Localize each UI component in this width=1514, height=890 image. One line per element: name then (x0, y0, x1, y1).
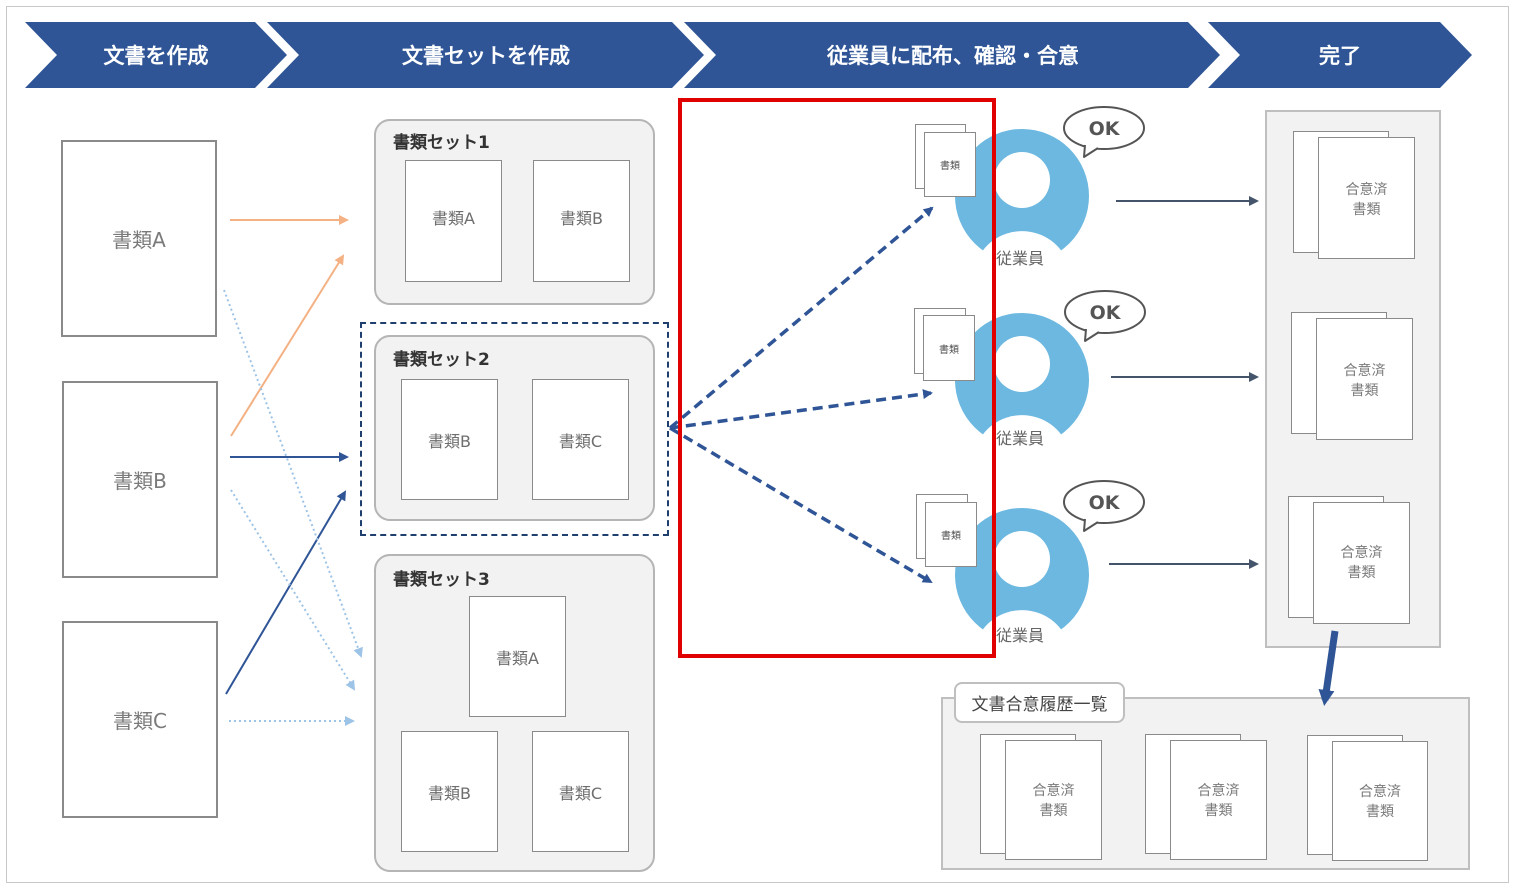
source-doc-c-label: 書類C (113, 709, 167, 733)
arrow-distribute-employee-2 (669, 389, 933, 430)
history-stack-2-front: 合意済書類 (1170, 740, 1267, 860)
employee-1-bubble-text: OK (1089, 118, 1121, 140)
history-stack-3-front: 合意済書類 (1332, 741, 1428, 861)
employee-3-person-icon (955, 508, 1089, 643)
source-doc-b: 書類B (62, 381, 218, 578)
arrow-doc-b-to-set-1 (230, 254, 345, 437)
history-3-line1: 合意済 (1359, 784, 1401, 800)
employee-1-person-icon (955, 129, 1089, 264)
completed-1-line2: 書類 (1352, 202, 1381, 218)
set-1-doc-a: 書類A (405, 160, 502, 282)
arrow-doc-b-to-set-3 (230, 489, 356, 691)
completed-3-line1: 合意済 (1340, 545, 1383, 561)
employee-2-doc-icon-label: 書類 (939, 344, 959, 356)
employee-3-doc-icon: 書類 (925, 502, 977, 567)
document-set-2-title: 書類セット2 (393, 350, 490, 370)
document-set-3-title: 書類セット3 (393, 570, 490, 590)
completed-stack-2-front: 合意済書類 (1316, 318, 1413, 440)
employee-2-speech-bubble (1064, 290, 1146, 342)
set-2-doc-c: 書類C (532, 379, 629, 500)
step-label-2: 文書セットを作成 (402, 44, 570, 68)
set-1-doc-a-label: 書類A (432, 209, 475, 228)
source-doc-b-label: 書類B (113, 469, 167, 493)
history-2-line1: 合意済 (1197, 783, 1240, 799)
employee-2-label: 従業員 (996, 429, 1045, 448)
employee-2-bubble-text: OK (1090, 302, 1122, 324)
source-doc-a-label: 書類A (112, 228, 166, 252)
employee-2-person-icon (955, 313, 1089, 448)
completed-stack-3-front: 合意済書類 (1313, 502, 1410, 624)
header-steps: 文書を作成 文書セットを作成 従業員に配布、確認・合意 完了 (25, 22, 1472, 88)
history-title-tab: 文書合意履歴一覧 (954, 682, 1125, 723)
outer-frame (6, 6, 1509, 883)
history-1-line1: 合意済 (1032, 783, 1075, 799)
completed-3-line2: 書類 (1347, 565, 1376, 581)
step-chevron-1 (25, 22, 287, 88)
completed-2-line1: 合意済 (1343, 363, 1386, 379)
employee-1-label: 従業員 (996, 249, 1045, 268)
completed-2-line2: 書類 (1350, 383, 1379, 399)
set-3-doc-b: 書類B (401, 731, 498, 852)
set-3-doc-c: 書類C (532, 731, 629, 852)
highlight-box (678, 98, 996, 658)
step-label-1: 文書を作成 (104, 44, 209, 68)
arrow-completed-to-history (1318, 630, 1339, 706)
arrow-doc-c-to-set-2 (225, 490, 347, 695)
set-3-doc-a: 書類A (469, 596, 566, 717)
step-chevron-4 (1208, 22, 1472, 88)
history-2-line2: 書類 (1204, 803, 1233, 819)
employee-2-doc-icon: 書類 (923, 315, 975, 381)
set-3-doc-a-label: 書類A (496, 649, 539, 668)
history-stack-1-front: 合意済書類 (1005, 740, 1102, 860)
step-chevron-2 (267, 22, 704, 88)
source-doc-a: 書類A (61, 140, 217, 337)
employee-3-speech-bubble (1063, 480, 1145, 532)
employee-1-doc-icon: 書類 (924, 132, 976, 197)
history-1-line2: 書類 (1039, 803, 1068, 819)
employee-3-label: 従業員 (996, 626, 1045, 645)
step-chevron-3 (684, 22, 1220, 88)
arrow-doc-a-to-set-3 (223, 289, 363, 658)
set-2-doc-b: 書類B (401, 379, 498, 500)
employee-3-bubble-text: OK (1089, 492, 1121, 514)
arrow-distribute-employee-1 (668, 206, 934, 430)
set-1-doc-b-label: 書類B (560, 209, 603, 228)
step-label-3: 従業員に配布、確認・合意 (826, 44, 1079, 68)
employee-1-doc-icon-label: 書類 (940, 161, 960, 172)
employee-1-speech-bubble (1063, 106, 1145, 158)
set-2-doc-b-label: 書類B (428, 431, 471, 451)
document-set-1-title: 書類セット1 (393, 133, 490, 153)
set-3-doc-c-label: 書類C (558, 783, 603, 803)
history-3-line2: 書類 (1366, 804, 1394, 820)
history-title: 文書合意履歴一覧 (971, 695, 1108, 715)
set-2-doc-c-label: 書類C (558, 431, 603, 451)
arrow-distribute-employee-3 (669, 426, 933, 584)
set-3-doc-b-label: 書類B (428, 783, 471, 803)
completed-stack-1-front: 合意済書類 (1318, 137, 1415, 259)
step-label-4: 完了 (1319, 44, 1361, 68)
source-doc-c: 書類C (62, 621, 218, 818)
set-1-doc-b: 書類B (533, 160, 630, 282)
document-set-2-selection (360, 322, 669, 536)
completed-1-line1: 合意済 (1345, 182, 1388, 198)
employee-3-doc-icon-label: 書類 (941, 531, 961, 542)
